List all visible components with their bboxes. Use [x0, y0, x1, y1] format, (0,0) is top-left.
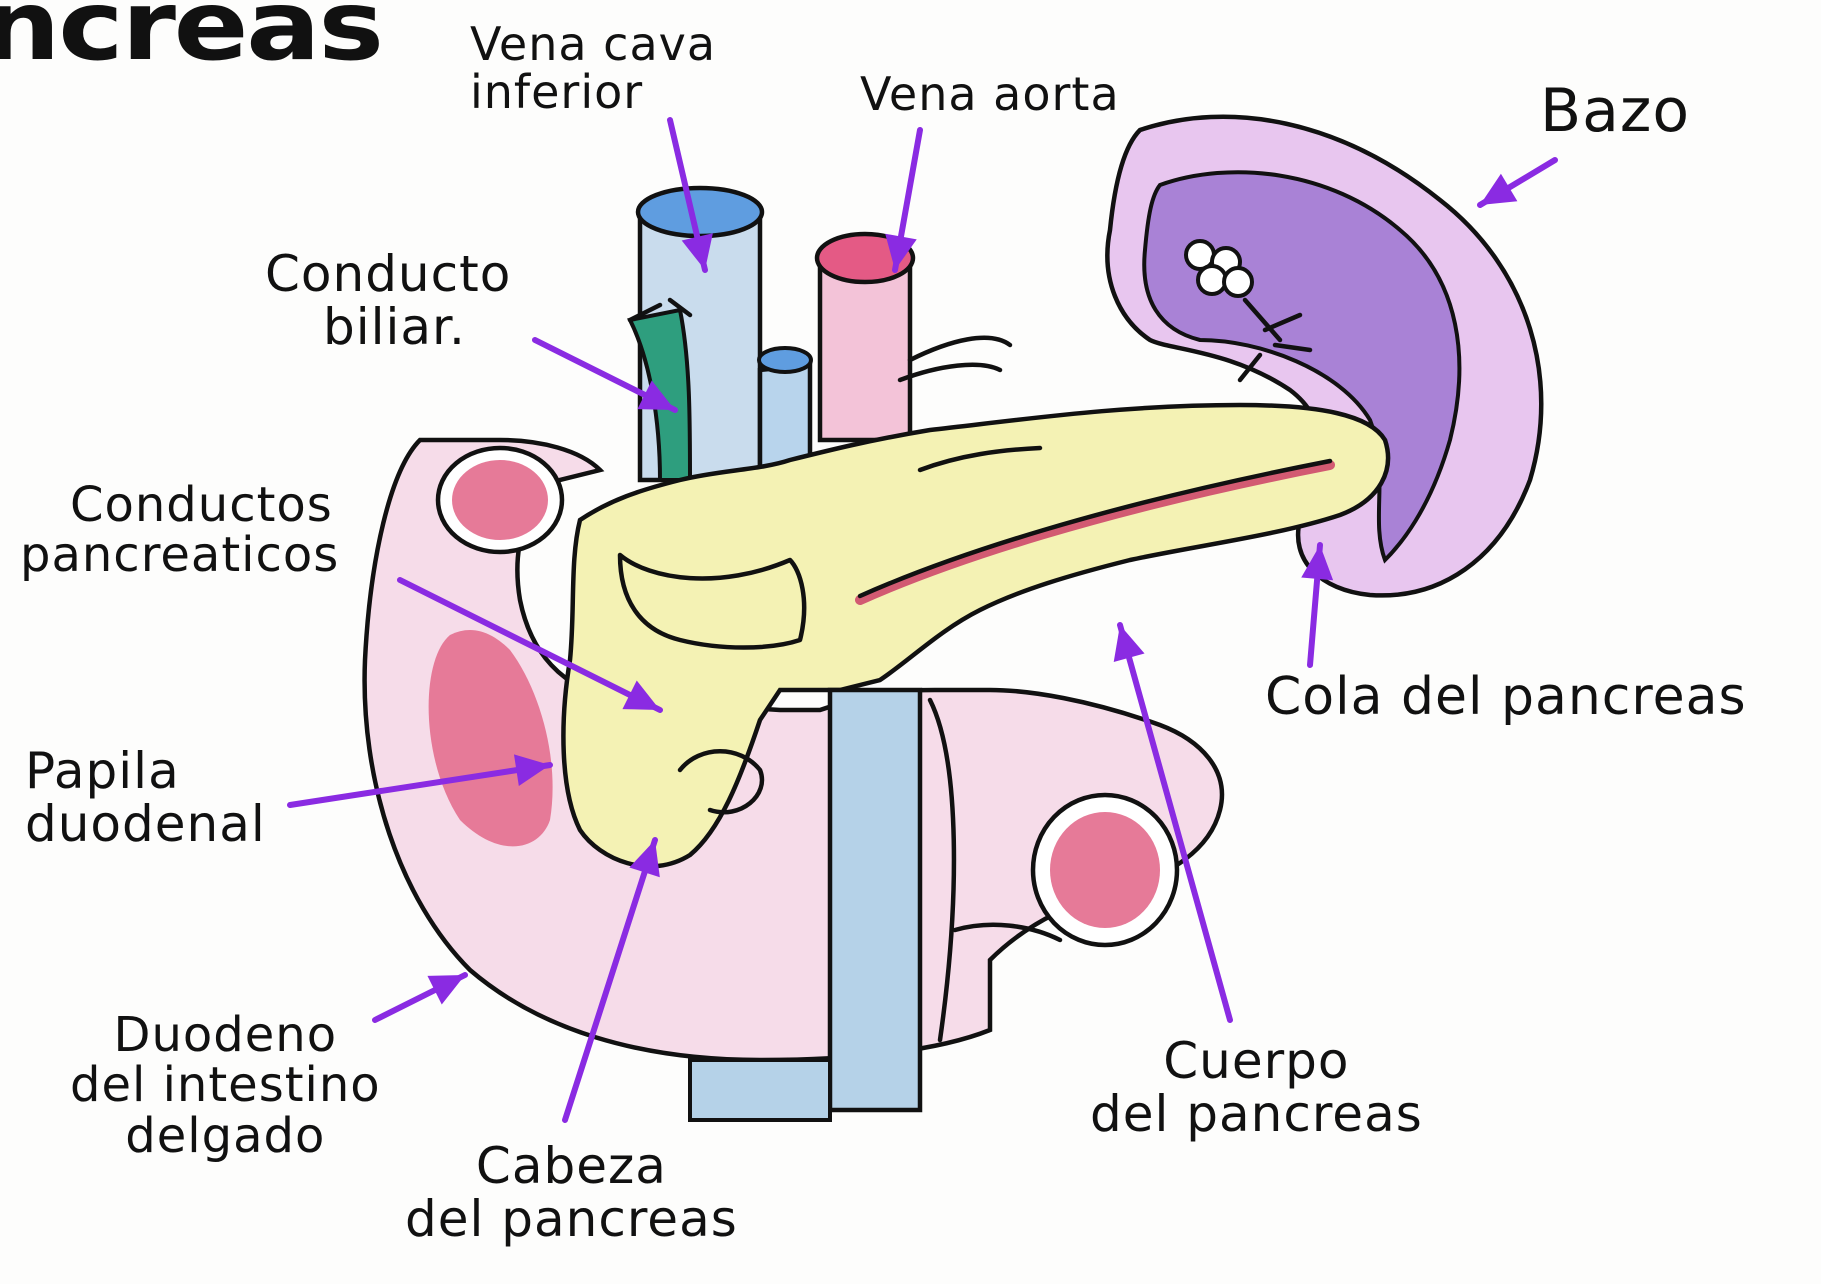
aorta-shape	[817, 234, 1010, 440]
label-bazo: Bazo	[1540, 80, 1690, 143]
label-vena-cava: Vena cava inferior	[470, 20, 716, 117]
label-cabeza-pancreas: Cabeza del pancreas	[405, 1140, 738, 1245]
label-papila-duodenal: Papila duodenal	[25, 745, 266, 850]
arrow-bazo	[1480, 160, 1555, 205]
label-conducto-biliar: Conducto biliar.	[265, 248, 511, 353]
label-conductos-pancreaticos: Conductos pancreaticos	[70, 480, 339, 581]
label-cuerpo-pancreas: Cuerpo del pancreas	[1090, 1035, 1423, 1140]
label-cola-pancreas: Cola del pancreas	[1265, 670, 1747, 725]
arrow-duodeno	[375, 975, 465, 1020]
label-vena-aorta: Vena aorta	[860, 70, 1120, 118]
arrow-vena-aorta	[885, 130, 920, 270]
label-duodeno: Duodeno del intestino delgado	[70, 1010, 381, 1161]
